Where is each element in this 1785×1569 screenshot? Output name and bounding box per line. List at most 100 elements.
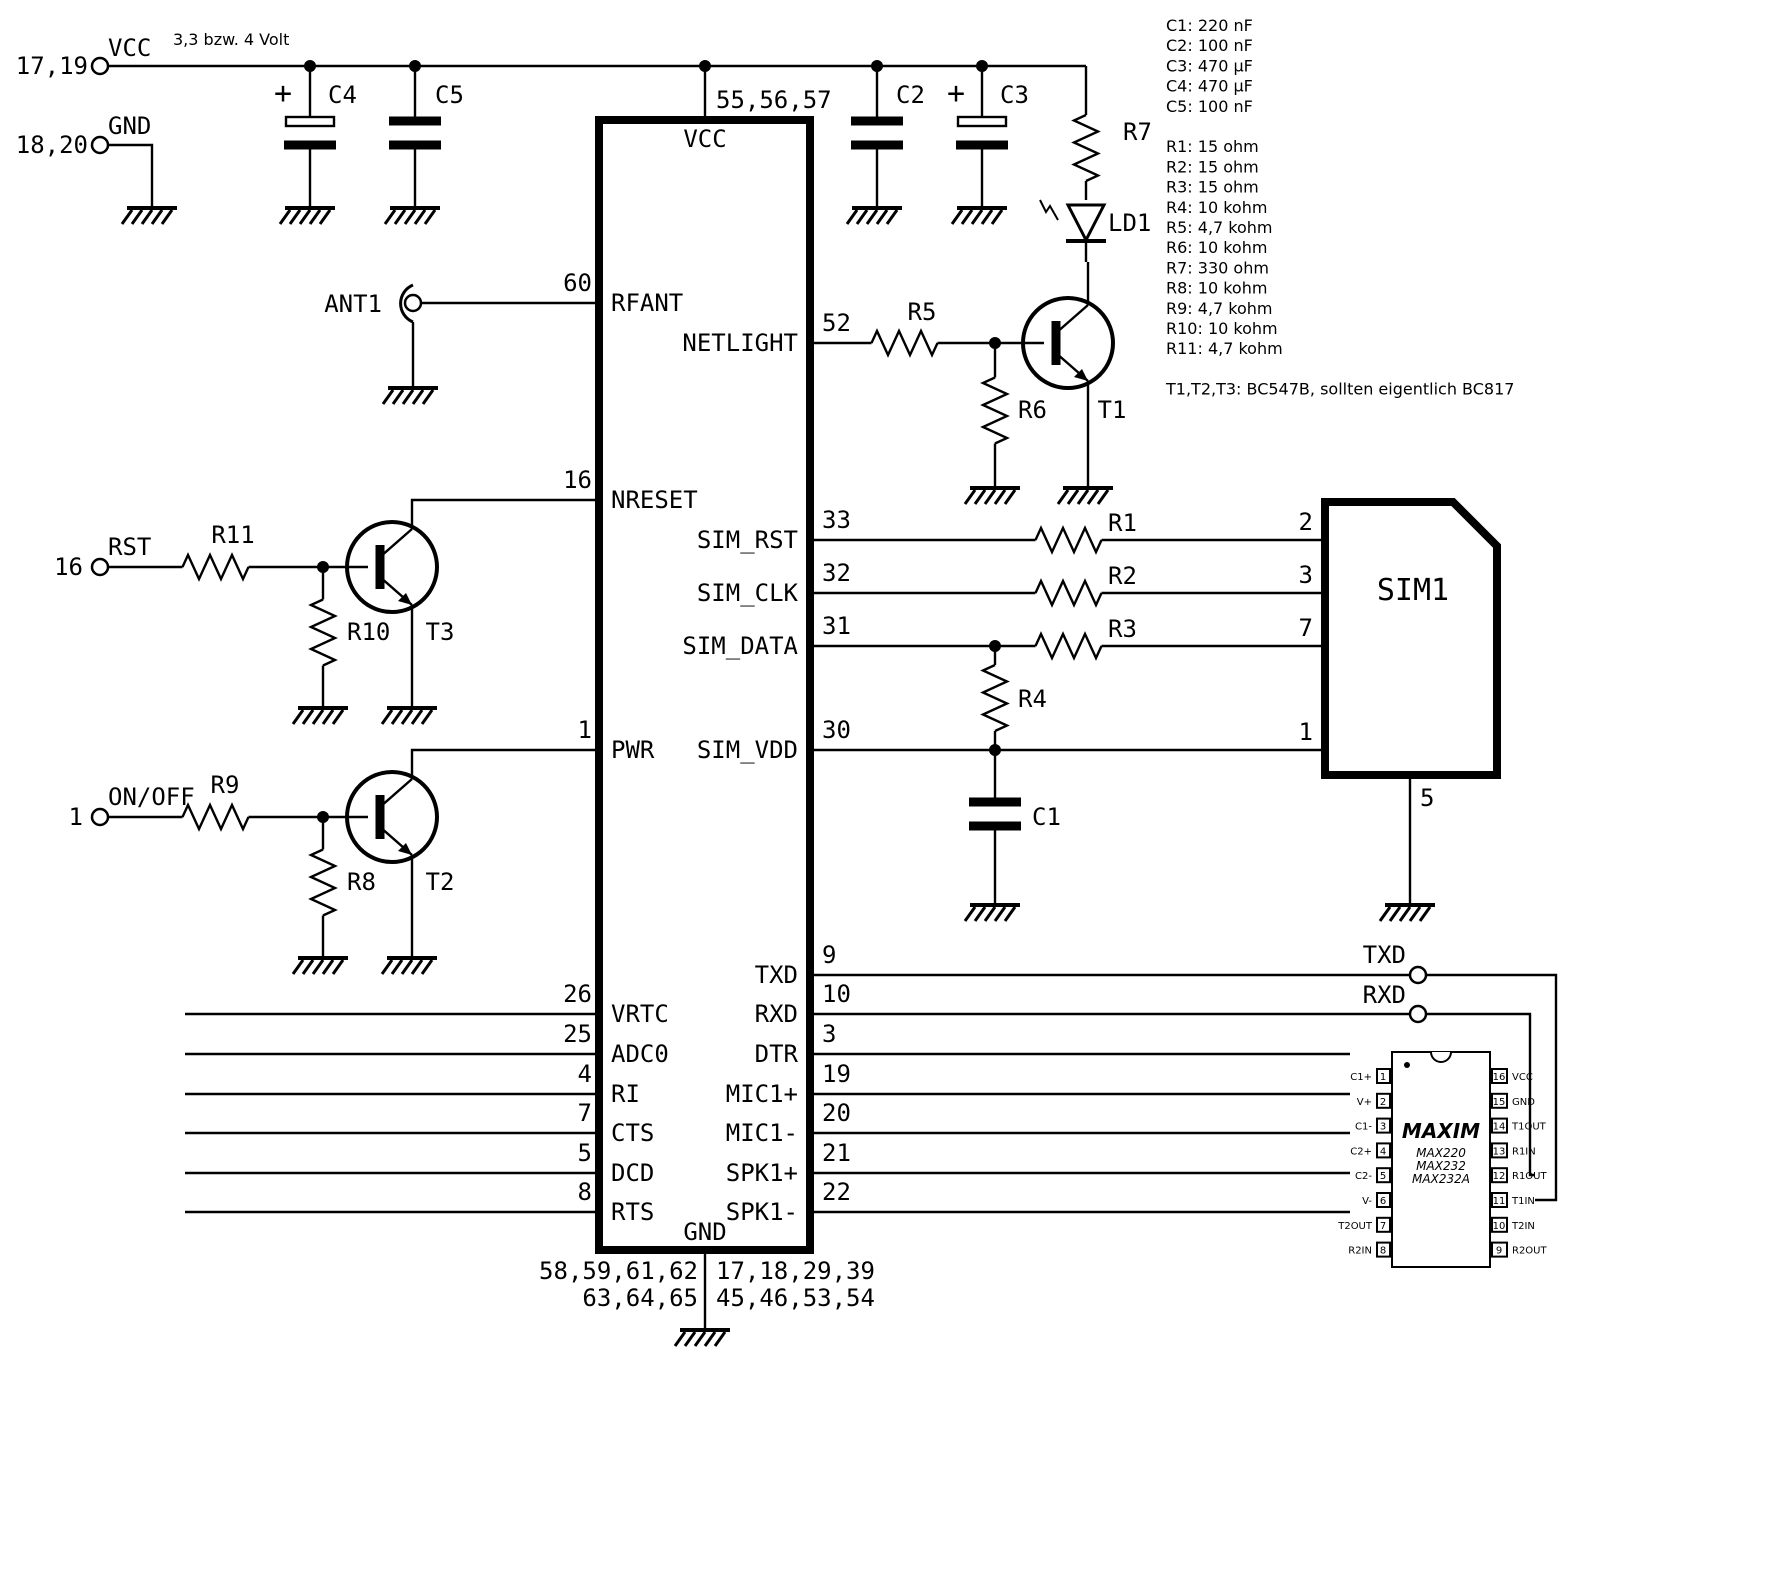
ground-hatch	[321, 709, 335, 725]
module-pin-number: 20	[822, 1099, 851, 1127]
max232-pin-name: C2+	[1350, 1146, 1372, 1157]
ground-hatch	[130, 209, 144, 225]
resistor-r11	[181, 552, 250, 582]
ground-hatch	[693, 1331, 707, 1347]
ground-symbol	[950, 198, 1007, 225]
ground-hatch	[288, 209, 302, 225]
ground-hatch	[1086, 489, 1100, 505]
r7-label: R7	[1123, 118, 1152, 146]
ground-symbol	[383, 198, 440, 225]
ground-symbol	[1056, 478, 1113, 505]
module-vcc-label: VCC	[683, 125, 726, 153]
ground-hatch	[983, 489, 997, 505]
ground-hatch	[391, 389, 405, 405]
ground-hatch	[1408, 906, 1422, 922]
ground-symbol	[1378, 895, 1435, 922]
max232-pin-number: 16	[1493, 1072, 1506, 1083]
ground-hatch	[120, 209, 134, 225]
ground-hatch	[311, 709, 325, 725]
antenna-label: ANT1	[324, 290, 382, 318]
sim-pin-number: 5	[1420, 784, 1434, 812]
ground-symbol	[380, 698, 437, 725]
r1-label: R1	[1108, 509, 1137, 537]
ground-hatch	[401, 389, 415, 405]
c5-label: C5	[435, 81, 464, 109]
max232-name: MAX232	[1416, 1159, 1466, 1173]
module-pin-number: 7	[578, 1099, 592, 1127]
transistor-arrow	[1074, 369, 1088, 381]
ground-hatch	[970, 209, 984, 225]
module-pin-name: SIM_DATA	[682, 632, 798, 660]
ground-hatch	[150, 209, 164, 225]
module-pin-name: RFANT	[611, 289, 683, 317]
max232-pin	[1491, 1117, 1508, 1134]
c1-label: C1	[1032, 803, 1061, 831]
wire	[108, 143, 154, 198]
ground-hatch	[1096, 489, 1110, 505]
max232-pin	[1491, 1241, 1508, 1258]
max232-pin-name: C2-	[1355, 1171, 1372, 1182]
ground-hatch	[140, 209, 154, 225]
ground-hatch	[383, 209, 397, 225]
wires	[108, 60, 1558, 1320]
rxd-terminal	[1408, 1004, 1428, 1024]
ground-hatch	[980, 209, 994, 225]
ground-hatch	[411, 389, 425, 405]
transistor-body	[345, 520, 439, 614]
max232-pin	[1376, 1241, 1391, 1258]
max232-pin	[1376, 1092, 1391, 1109]
sim-pin-number: 7	[1299, 614, 1313, 642]
resistor-r5	[870, 328, 939, 358]
module-gnd-label: GND	[683, 1218, 726, 1246]
ground-hatch	[380, 709, 394, 725]
max232-pin-name: R1IN	[1512, 1146, 1536, 1157]
parts-list-line: C1: 220 nF	[1166, 16, 1253, 35]
module-pin-number: 52	[822, 309, 851, 337]
ground-hatch	[1066, 489, 1080, 505]
transistor-arrow	[398, 593, 412, 605]
r11-label: R11	[211, 521, 254, 549]
max232-pin-number: 4	[1380, 1146, 1386, 1157]
module-pin-number: 32	[822, 559, 851, 587]
max232-pin-number: 10	[1493, 1221, 1506, 1232]
module-pin-name: RI	[611, 1080, 640, 1108]
r4-label: R4	[1018, 685, 1047, 713]
module-pin-number: 31	[822, 612, 851, 640]
module-pin-name: NETLIGHT	[682, 329, 798, 357]
ground-hatch	[950, 209, 964, 225]
max232-pin-number: 8	[1380, 1246, 1386, 1257]
ground-symbol	[291, 948, 348, 975]
ground-hatch	[993, 906, 1007, 922]
ground-hatch	[410, 709, 424, 725]
ground-hatch	[318, 209, 332, 225]
wire	[1426, 973, 1558, 1202]
ground-hatch	[865, 209, 879, 225]
wire	[410, 498, 595, 529]
ground-hatch	[400, 709, 414, 725]
led-light-arrow	[1039, 199, 1059, 221]
ground-hatch	[963, 906, 977, 922]
t3-label: T3	[426, 618, 455, 646]
parts-list-line: R6: 10 kohm	[1166, 238, 1267, 257]
max232-pin	[1376, 1216, 1391, 1233]
transistor-collector	[379, 528, 413, 558]
ground-hatch	[683, 1331, 697, 1347]
parts-list-line: T1,T2,T3: BC547B, sollten eigentlich BC8…	[1165, 380, 1514, 399]
parts-list-line: R10: 10 kohm	[1166, 319, 1278, 338]
module-pin-number: 19	[822, 1060, 851, 1088]
max232-pin	[1376, 1142, 1391, 1159]
ground-hatch	[963, 489, 977, 505]
transistor-t1	[1021, 296, 1115, 390]
capacitor-c3	[956, 66, 1008, 198]
module-pin-number: 60	[563, 269, 592, 297]
max232-pin-number: 5	[1380, 1171, 1386, 1182]
ground-hatch	[390, 709, 404, 725]
antenna-connector	[403, 293, 423, 313]
parts-list-line: C3: 470 µF	[1166, 56, 1253, 75]
transistor-t2	[345, 770, 439, 864]
ground-hatch	[331, 709, 345, 725]
max232-pin-number: 1	[1380, 1072, 1386, 1083]
t1-label: T1	[1098, 396, 1127, 424]
parts-list-line: R2: 15 ohm	[1166, 157, 1259, 176]
ground-hatch	[410, 959, 424, 975]
